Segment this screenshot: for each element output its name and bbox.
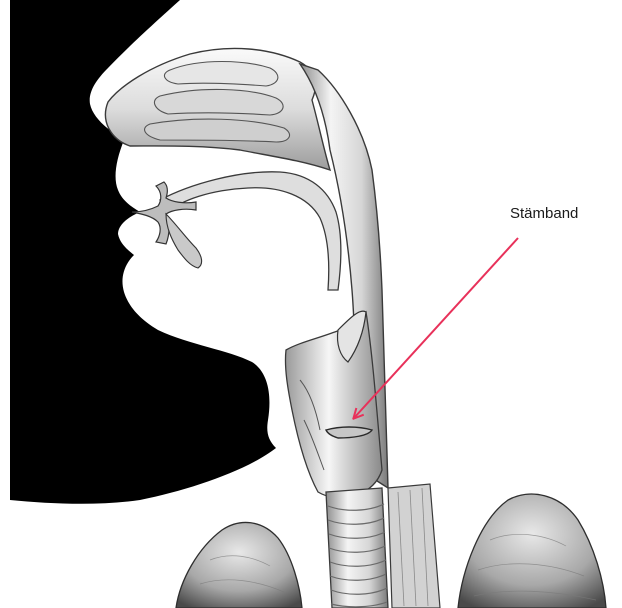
vocal-cord-label: Stämband (510, 205, 578, 222)
larynx (285, 312, 382, 498)
lung-left (176, 522, 302, 608)
lung-right (458, 494, 606, 608)
oral-vestibule (166, 214, 202, 268)
oral-cavity-roof (160, 172, 341, 290)
esophagus (388, 484, 440, 608)
